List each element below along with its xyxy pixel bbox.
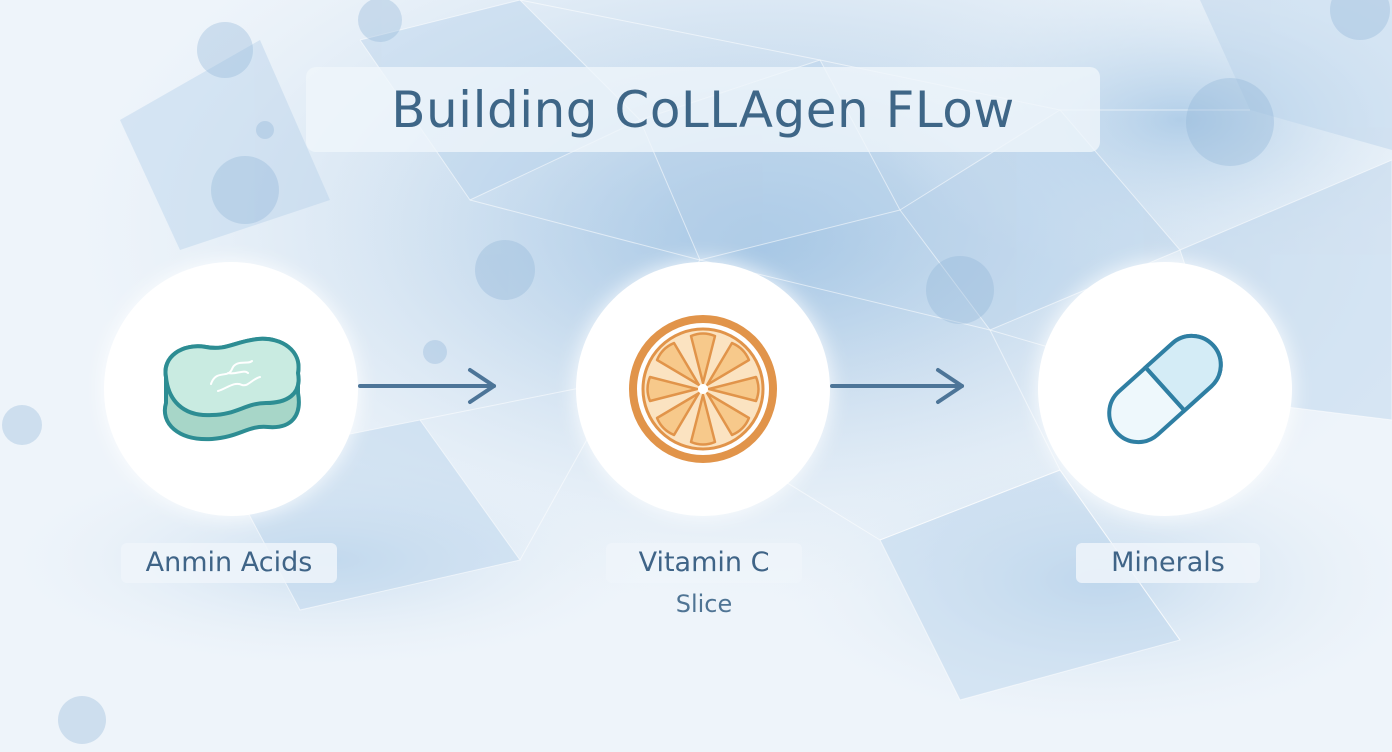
- flow-arrow-1: [358, 368, 496, 404]
- title-banner: Building CoLLAgen FLow: [306, 67, 1100, 152]
- orange-slice-icon: [629, 315, 777, 463]
- diagram-title: Building CoLLAgen FLow: [391, 80, 1015, 139]
- amino-acid-blob-icon: [162, 336, 301, 442]
- node-amino-acids: [104, 262, 358, 516]
- node-label-amino-acids: Anmin Acids: [121, 543, 337, 583]
- flow-arrow-2: [830, 368, 964, 404]
- node-minerals: [1038, 262, 1292, 516]
- capsule-pill-icon: [1107, 333, 1223, 445]
- node-label-vitamin-c: Vitamin C: [606, 543, 802, 583]
- node-vitamin-c: [576, 262, 830, 516]
- node-sublabel-vitamin-c: Slice: [675, 590, 733, 618]
- node-label-minerals: Minerals: [1076, 543, 1260, 583]
